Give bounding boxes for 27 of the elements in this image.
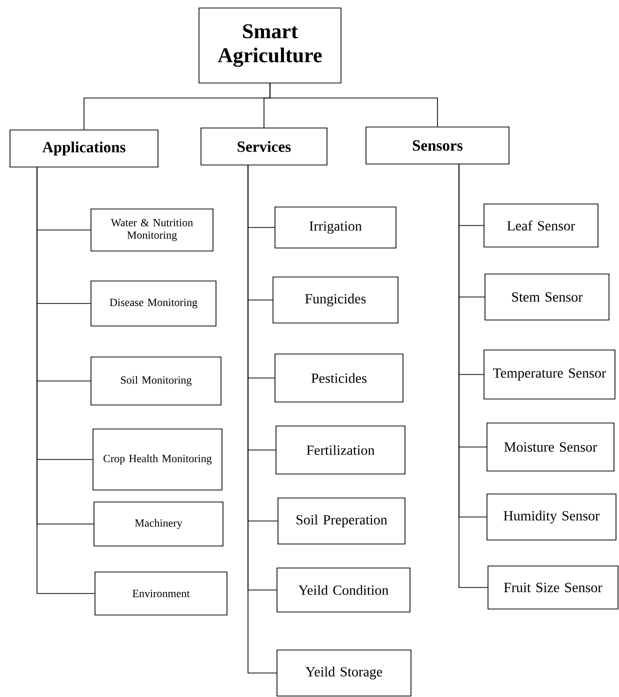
title-box: Smart Agriculture [198,8,342,84]
item-box: Water & Nutrition Monitoring [90,208,214,252]
category-box: Sensors [366,126,510,164]
item-box: Fungicides [272,276,398,324]
item-box: Humidity Sensor [486,494,616,540]
item-box: Fertilization [276,426,406,474]
connector-line [270,83,438,127]
item-box: Fruit Size Sensor [488,566,618,610]
item-box: Soil Monitoring [90,356,222,406]
item-box: Crop Health Monitoring [92,428,222,490]
item-box: Leaf Sensor [484,204,598,248]
category-box: Services [200,128,328,166]
item-box: Environment [94,572,228,616]
item-box: Disease Monitoring [90,280,216,326]
item-box: Yeild Condition [276,568,410,612]
connector-line [248,165,277,674]
item-box: Stem Sensor [484,274,610,320]
item-box: Irrigation [274,206,396,248]
item-box: Machinery [94,502,224,546]
item-box: Temperature Sensor [484,350,616,400]
category-box: Applications [10,130,158,168]
item-box: Soil Preperation [278,498,406,544]
item-box: Moisture Sensor [486,422,614,472]
item-box: Yeild Storage [276,650,412,696]
connector-line [36,167,95,594]
item-box: Pesticides [274,354,404,402]
connector-line [458,164,488,588]
